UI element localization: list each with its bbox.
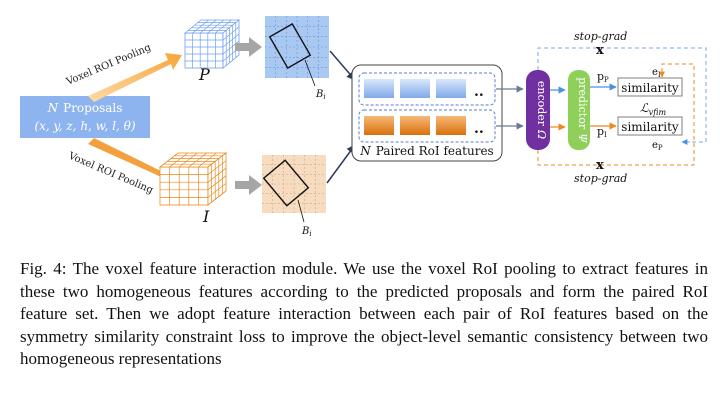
- arrow-map-top-to-panel: [329, 50, 356, 81]
- grid-label-p: P: [198, 65, 210, 84]
- roi-label-top: Bi: [315, 89, 326, 101]
- stopgrad-loop-blue: [537, 47, 707, 143]
- roi-leader-bottom: [297, 199, 305, 223]
- blue-feature-row: [358, 72, 496, 106]
- stopgrad-top-label: stop-grad: [574, 30, 627, 43]
- roi-leader-top: [304, 59, 316, 87]
- similarity-box-top: [617, 77, 683, 97]
- blue-feature-2: [400, 79, 430, 98]
- orange-ellipsis: ..: [474, 121, 484, 137]
- ep-label: eP: [652, 140, 663, 152]
- similarity-box-bottom: [617, 116, 683, 136]
- feature-map-p: [265, 16, 329, 78]
- loss-label: ℒvfim: [640, 101, 667, 117]
- roi-box-bottom: [262, 159, 310, 207]
- roi-label-bottom: Bi: [301, 226, 312, 238]
- arrow-to-map-bottom: [235, 175, 262, 195]
- stopgrad-bottom-label: stop-grad: [574, 172, 627, 185]
- figure-caption: Fig. 4: The voxel feature interaction mo…: [20, 259, 708, 369]
- voxel-grid-p: [183, 19, 241, 69]
- proposals-line2: (x, y, z, h, w, l, θ): [34, 119, 135, 133]
- blue-ellipsis: ..: [474, 84, 484, 100]
- proposals-box: [20, 96, 150, 138]
- feature-map-i: [262, 155, 326, 213]
- encoder-label: encoderΩ: [535, 81, 548, 139]
- pool-arrow-bottom: [88, 138, 182, 187]
- orange-feature-1: [364, 116, 394, 135]
- pool-label-bottom: Voxel ROI Pooling: [66, 150, 155, 196]
- similarity-bottom-label: similarity: [621, 120, 679, 134]
- similarity-top-label: similarity: [621, 81, 679, 95]
- orange-feature-2: [400, 116, 430, 135]
- grid-label-i: I: [202, 207, 210, 226]
- pool-arrow-top: [88, 53, 182, 102]
- arrow-map-bottom-to-panel: [326, 144, 356, 184]
- stopgrad-top-cross: x: [596, 43, 604, 58]
- pi-label: pI: [597, 125, 607, 139]
- pool-label-top: Voxel ROI Pooling: [64, 42, 153, 88]
- orange-feature-row: [358, 109, 496, 143]
- stopgrad-bottom-cross: x: [596, 158, 604, 173]
- roi-box-top: [268, 22, 312, 70]
- predictor-block: [568, 70, 590, 150]
- arrow-to-map-top: [235, 37, 262, 57]
- predictor-label: predictorΨ: [576, 77, 589, 143]
- encoder-block: [526, 70, 550, 150]
- ei-label: eI: [652, 67, 661, 79]
- pp-label: pP: [597, 70, 609, 84]
- orange-feature-3: [436, 116, 466, 135]
- blue-feature-3: [436, 79, 466, 98]
- voxel-grid-i: [158, 152, 228, 206]
- blue-feature-1: [364, 79, 394, 98]
